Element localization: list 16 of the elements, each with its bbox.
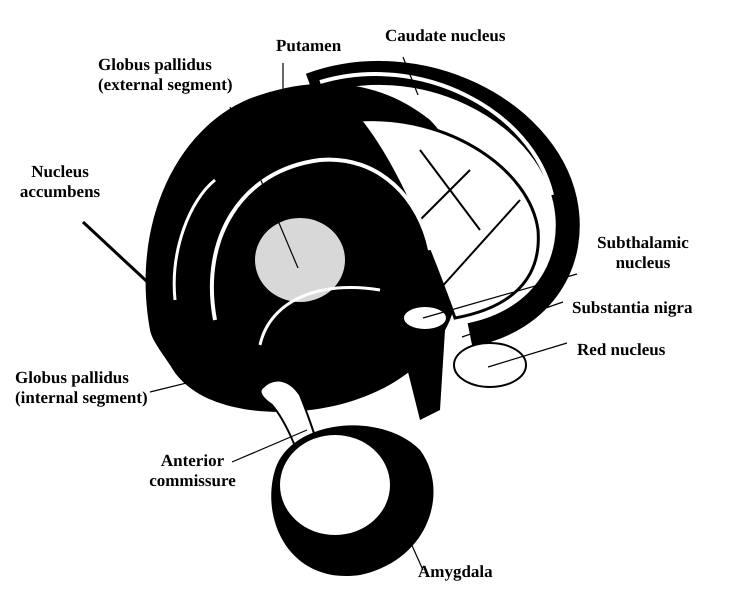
structure-label: Amygdala <box>418 562 493 582</box>
structure-label: Substantia nigra <box>572 298 692 318</box>
leader-line <box>462 301 564 338</box>
structure-label: Caudate nucleus <box>385 26 506 46</box>
leader-line <box>229 106 299 268</box>
leader-line <box>488 342 568 368</box>
structure-label: Globus pallidus (external segment) <box>98 55 278 95</box>
structure-label: Putamen <box>276 36 342 56</box>
leader-line <box>232 429 308 463</box>
leader-line <box>422 273 578 319</box>
structure-label: Red nucleus <box>577 340 666 360</box>
structure-label: Nucleus accumbens <box>10 162 110 202</box>
structure-label: Anterior commissure <box>130 451 255 491</box>
structure-label: Globus pallidus (internal segment) <box>15 368 190 408</box>
leader-line <box>402 56 419 96</box>
structure-label: Subthalamic nucleus <box>588 233 698 273</box>
